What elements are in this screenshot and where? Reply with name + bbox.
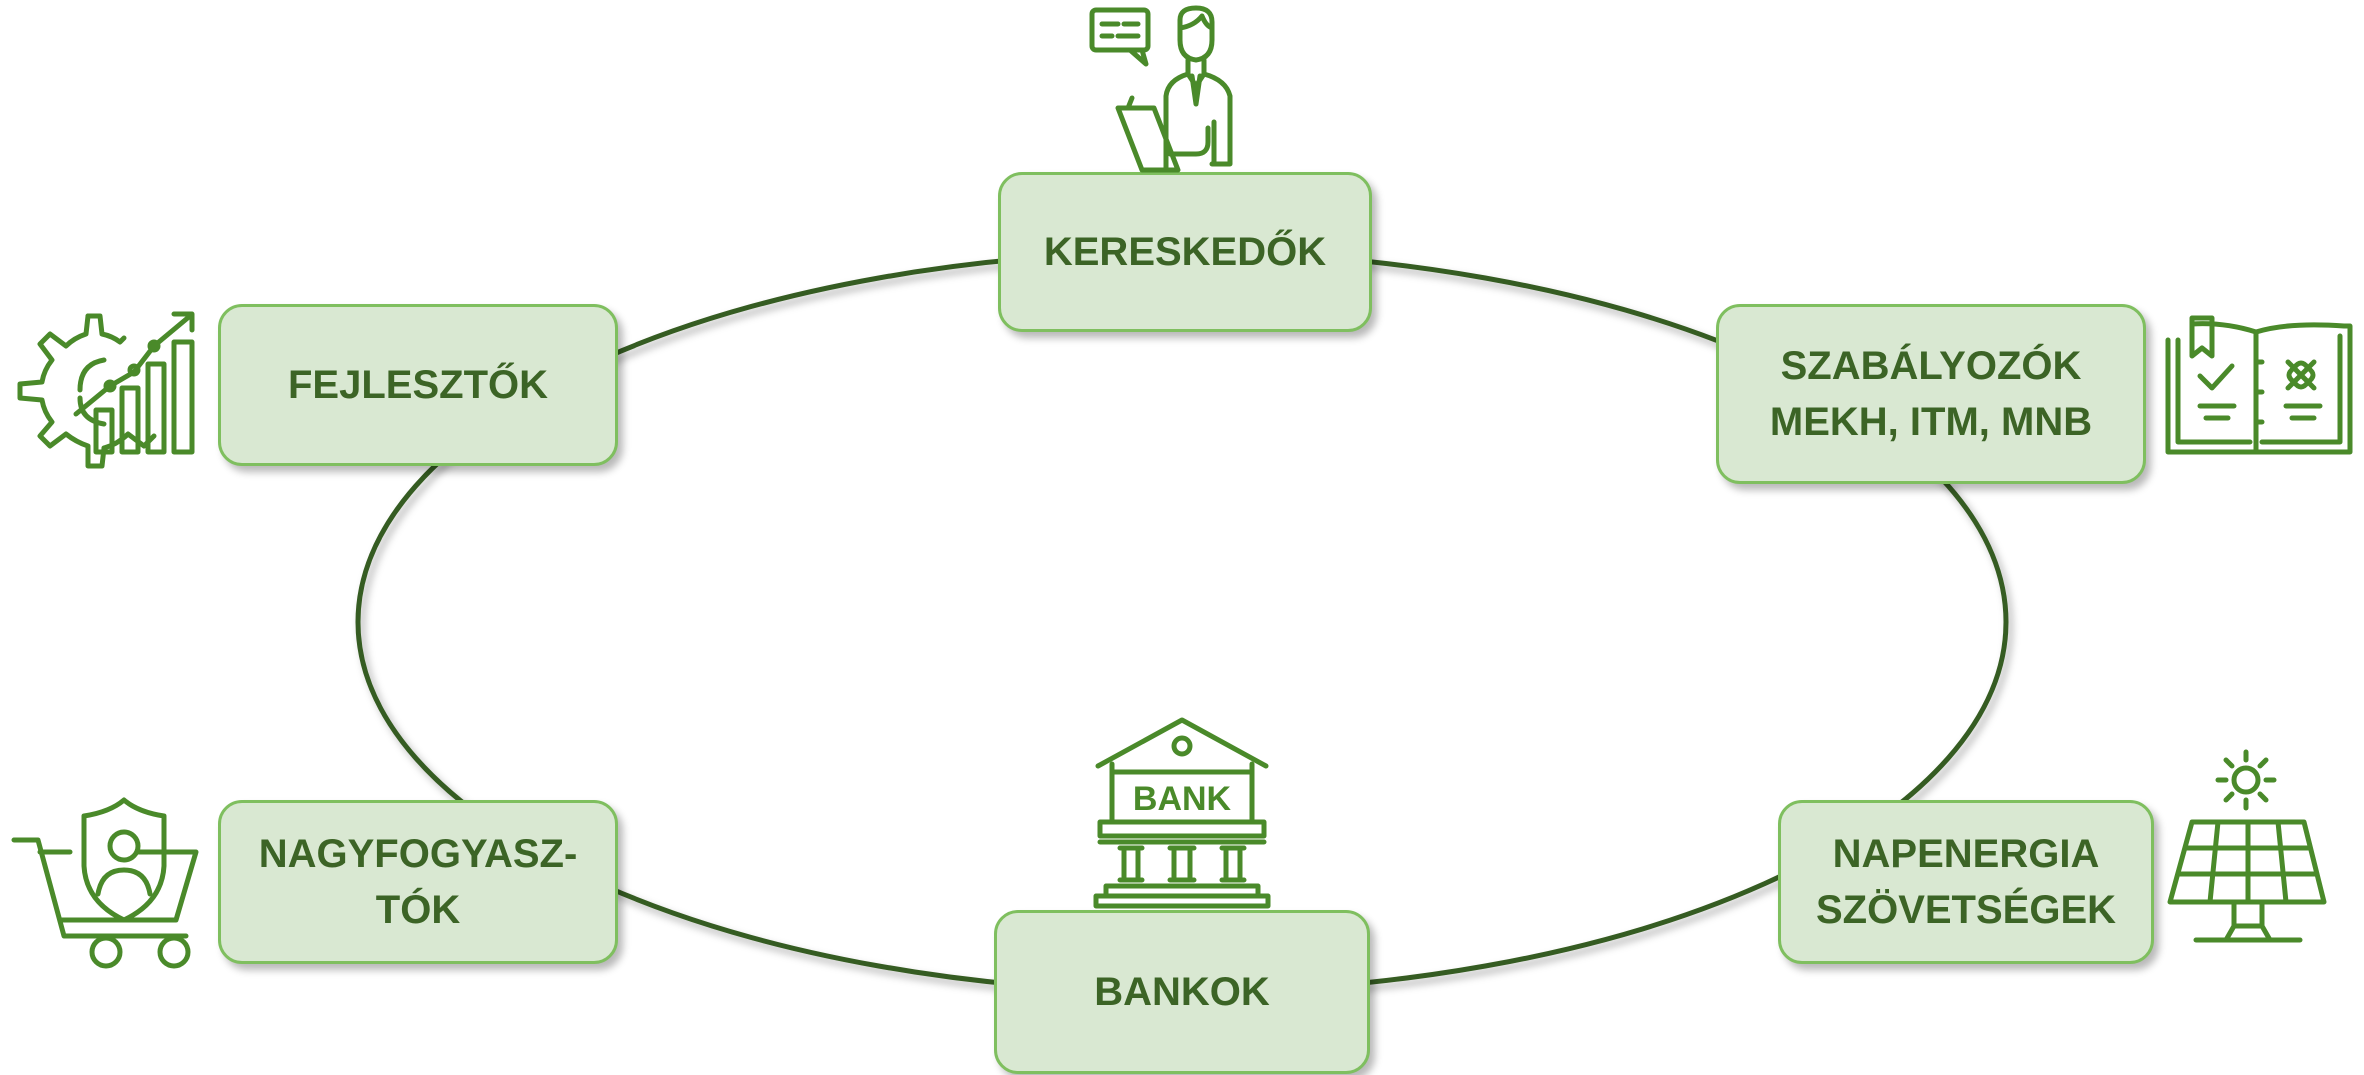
node-nagyfogyasztok-line-2: TÓK xyxy=(375,888,461,932)
bank-sign-label: BANK xyxy=(1133,780,1232,818)
node-szabalyozok: SZABÁLYOZÓK MEKH, ITM, MNB xyxy=(1716,304,2146,484)
node-szabalyozok-line-1: SZABÁLYOZÓK xyxy=(1780,344,2082,388)
solar-panel-icon xyxy=(2166,749,2328,946)
shopping-cart-user-icon xyxy=(10,790,200,974)
gear-growth-chart-icon xyxy=(14,302,198,474)
node-napenergia-line-2: SZÖVETSÉGEK xyxy=(1815,888,2117,932)
node-szabalyozok-line-2: MEKH, ITM, MNB xyxy=(1769,400,2093,444)
bank-building-icon: BANK xyxy=(1093,716,1271,909)
node-fejlesztok: FEJLESZTŐK xyxy=(218,304,618,466)
node-napenergia: NAPENERGIA SZÖVETSÉGEK xyxy=(1778,800,2154,964)
node-bankok-line-1: BANKOK xyxy=(1094,970,1270,1014)
node-napenergia-line-1: NAPENERGIA xyxy=(1832,832,2100,876)
regulation-book-icon xyxy=(2164,312,2354,460)
node-kereskedok: KERESKEDŐK xyxy=(998,172,1372,332)
node-nagyfogyasztok: NAGYFOGYASZ- TÓK xyxy=(218,800,618,964)
node-kereskedok-line-1: KERESKEDŐK xyxy=(1043,230,1327,274)
node-bankok: BANKOK xyxy=(994,910,1370,1074)
merchant-person-icon xyxy=(1088,4,1248,173)
node-nagyfogyasztok-line-1: NAGYFOGYASZ- xyxy=(258,832,578,876)
node-fejlesztok-line-1: FEJLESZTŐK xyxy=(287,363,549,407)
